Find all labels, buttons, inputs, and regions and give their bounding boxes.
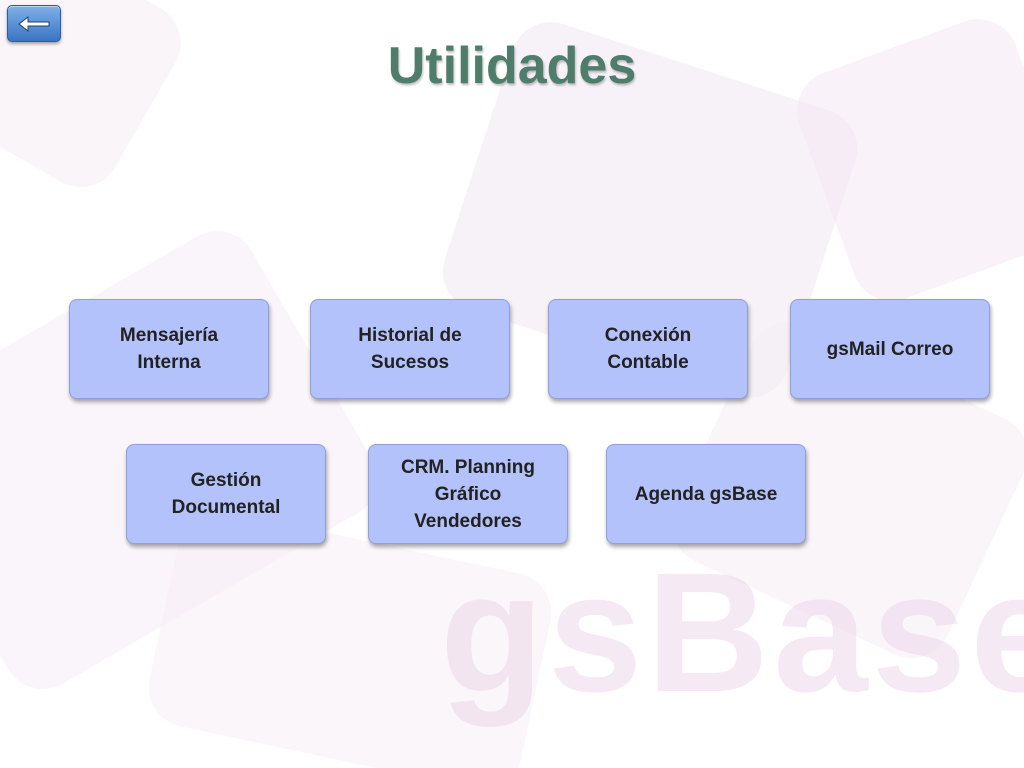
tile-historial-de-sucesos[interactable]: Historial de Sucesos xyxy=(310,299,510,399)
back-button[interactable] xyxy=(7,5,61,42)
tile-crm-planning[interactable]: CRM. Planning Gráfico Vendedores xyxy=(368,444,568,544)
tile-label: Gestión Documental xyxy=(171,470,281,518)
tile-label: CRM. Planning Gráfico Vendedores xyxy=(400,456,536,532)
tile-agenda-gsbase[interactable]: Agenda gsBase xyxy=(606,444,806,544)
tile-gsmail-correo[interactable]: gsMail Correo xyxy=(790,299,990,399)
tile-label: Conexión Contable xyxy=(604,325,692,373)
tile-mensajeria-interna[interactable]: Mensajería Interna xyxy=(69,299,269,399)
tile-label: gsMail Correo xyxy=(826,338,954,360)
tile-label: Historial de Sucesos xyxy=(358,325,462,373)
tile-conexion-contable[interactable]: Conexión Contable xyxy=(548,299,748,399)
tile-gestion-documental[interactable]: Gestión Documental xyxy=(126,444,326,544)
tile-label: Agenda gsBase xyxy=(634,483,778,505)
tile-label: Mensajería Interna xyxy=(119,325,219,373)
page-title: Utilidades xyxy=(387,37,637,95)
gsbase-watermark: gsBase xyxy=(440,538,1024,728)
left-arrow-icon xyxy=(18,15,50,32)
